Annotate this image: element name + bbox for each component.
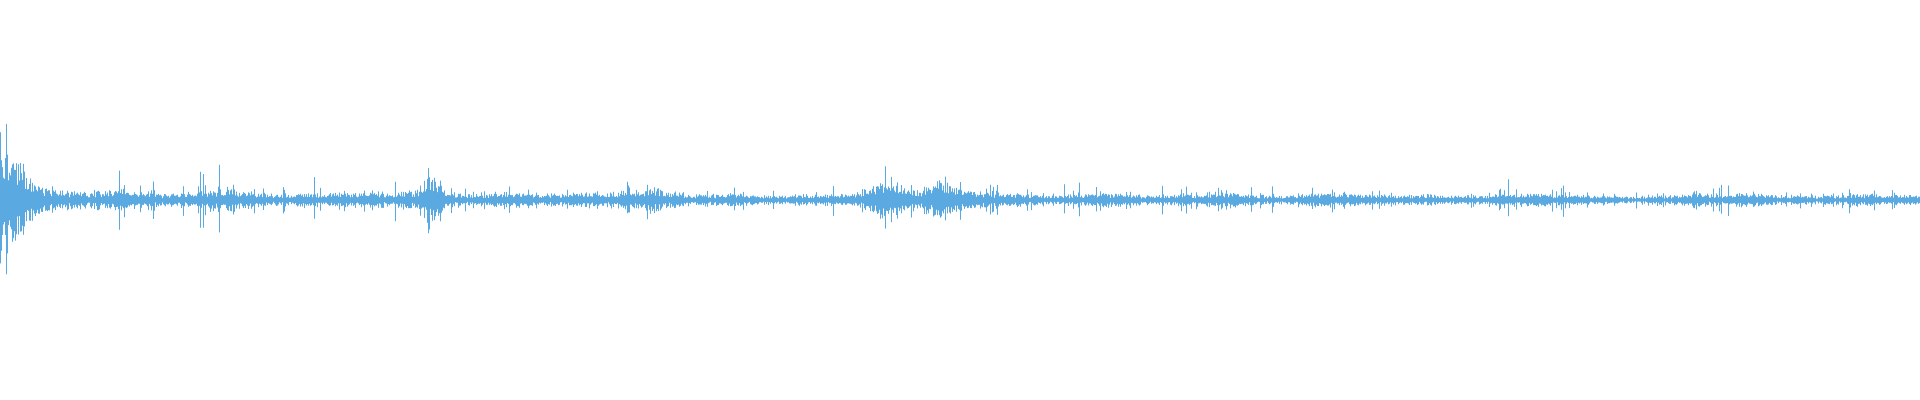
waveform-peaks bbox=[0, 123, 1920, 275]
waveform-path bbox=[0, 123, 1920, 275]
